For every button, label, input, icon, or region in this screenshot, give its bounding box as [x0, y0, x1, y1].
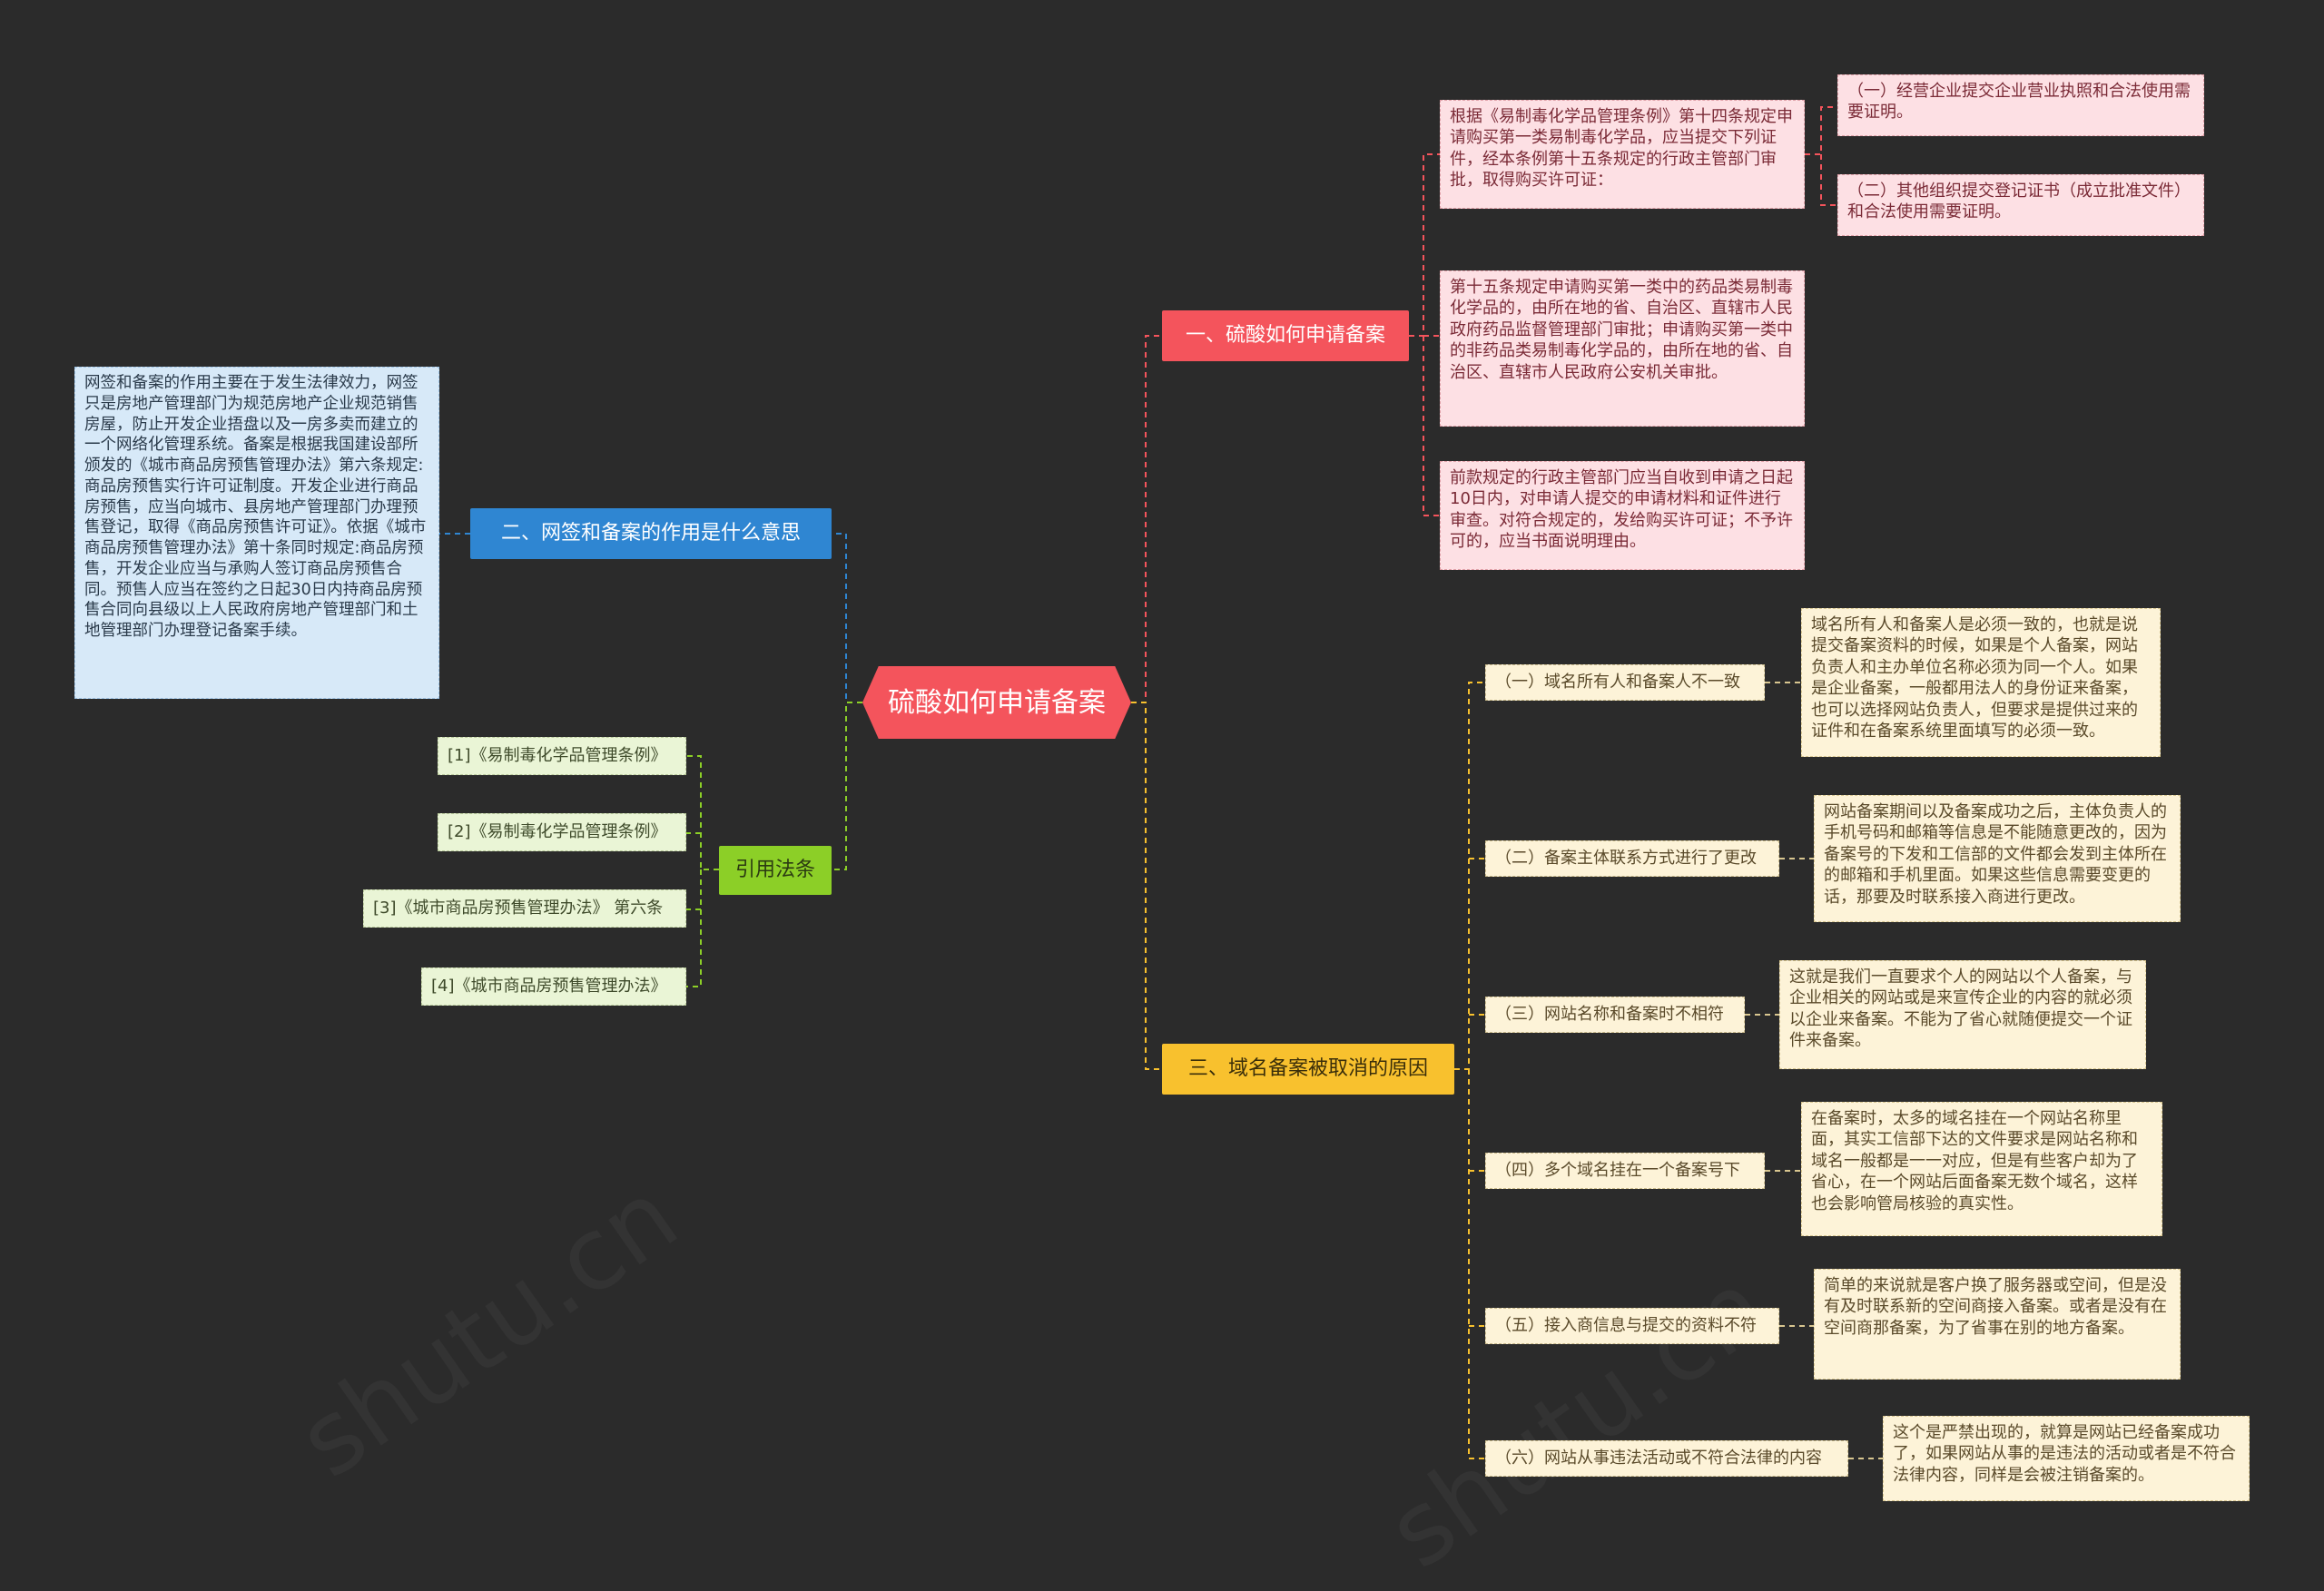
reason-6-text[interactable]: 这个是严禁出现的，就算是网站已经备案成功了，如果网站从事的是违法的活动或者是不符…	[1883, 1416, 2250, 1501]
cited-law-3[interactable]: [3]《城市商品房预售管理办法》 第六条	[363, 889, 686, 928]
link-center-b2	[832, 533, 862, 703]
reason-1-label[interactable]: （一）域名所有人和备案人不一致	[1485, 664, 1765, 701]
link-b4-subs	[1454, 682, 1485, 1459]
branch-online-signing[interactable]: 二、网签和备案的作用是什么意思	[470, 508, 832, 559]
branch-cited-laws[interactable]: 引用法条	[719, 846, 832, 895]
reason-3-text[interactable]: 这就是我们一直要求个人的网站以个人备案，与企业相关的网站或是来宣传企业的内容的就…	[1779, 960, 2146, 1069]
link-b1-sub	[1805, 106, 1837, 206]
link-center-b4	[1131, 702, 1162, 1070]
reason-1-text[interactable]: 域名所有人和备案人是必须一致的，也就是说提交备案资料的时候，如果是个人备案，网站…	[1801, 608, 2161, 757]
link-b3-items	[686, 755, 719, 987]
leaf-article-14-item-2[interactable]: （二）其他组织提交登记证书（成立批准文件）和合法使用需要证明。	[1837, 174, 2204, 236]
leaf-article-14[interactable]: 根据《易制毒化学品管理条例》第十四条规定申请购买第一类易制毒化学品，应当提交下列…	[1440, 100, 1805, 209]
link-center-b1	[1131, 335, 1162, 703]
cited-law-4[interactable]: [4]《城市商品房预售管理办法》	[421, 967, 686, 1006]
reason-5-text[interactable]: 简单的来说就是客户换了服务器或空间，但是没有及时联系新的空间商接入备案。或者是没…	[1814, 1269, 2181, 1380]
reason-2-label[interactable]: （二）备案主体联系方式进行了更改	[1485, 840, 1779, 877]
cited-law-2[interactable]: [2]《易制毒化学品管理条例》	[438, 813, 686, 851]
branch-filing-cancelled[interactable]: 三、域名备案被取消的原因	[1162, 1044, 1454, 1095]
link-center-b3	[832, 702, 862, 870]
reason-3-label[interactable]: （三）网站名称和备案时不相符	[1485, 997, 1745, 1033]
leaf-review-period[interactable]: 前款规定的行政主管部门应当自收到申请之日起10日内，对申请人提交的申请材料和证件…	[1440, 461, 1805, 570]
link-b1-leaves	[1409, 153, 1440, 516]
central-topic[interactable]: 硫酸如何申请备案	[862, 666, 1131, 739]
reason-4-text[interactable]: 在备案时，太多的域名挂在一个网站名称里面，其实工信部下达的文件要求是网站名称和域…	[1801, 1102, 2162, 1236]
reason-6-label[interactable]: （六）网站从事违法活动或不符合法律的内容	[1485, 1440, 1848, 1477]
leaf-article-14-item-1[interactable]: （一）经营企业提交企业营业执照和合法使用需要证明。	[1837, 74, 2204, 136]
reason-2-text[interactable]: 网站备案期间以及备案成功之后，主体负责人的手机号码和邮箱等信息是不能随意更改的，…	[1814, 795, 2181, 922]
reason-4-label[interactable]: （四）多个域名挂在一个备案号下	[1485, 1153, 1765, 1189]
branch-apply-filing[interactable]: 一、硫酸如何申请备案	[1162, 310, 1409, 361]
cited-law-1[interactable]: [1]《易制毒化学品管理条例》	[438, 737, 686, 775]
leaf-online-signing-text[interactable]: 网签和备案的作用主要在于发生法律效力，网签只是房地产管理部门为规范房地产企业规范…	[74, 367, 439, 699]
reason-5-label[interactable]: （五）接入商信息与提交的资料不符	[1485, 1308, 1779, 1344]
leaf-article-15[interactable]: 第十五条规定申请购买第一类中的药品类易制毒化学品的，由所在地的省、自治区、直辖市…	[1440, 270, 1805, 427]
